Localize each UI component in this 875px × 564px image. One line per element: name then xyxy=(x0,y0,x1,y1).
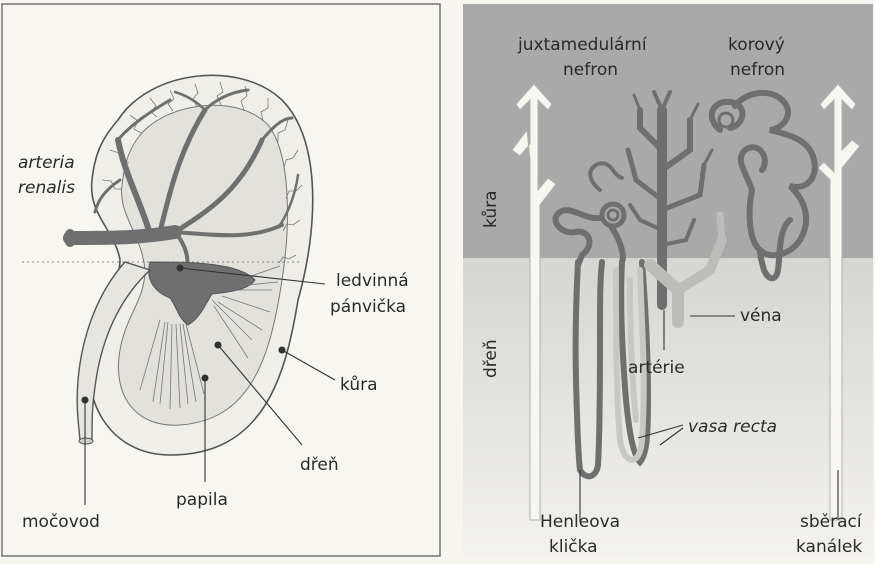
label-kura-kidney: kůra xyxy=(340,375,378,395)
ureter-end xyxy=(79,438,93,444)
label-henle-2: klička xyxy=(549,537,598,557)
label-arterie: artérie xyxy=(628,358,685,378)
label-zone-kura: kůra xyxy=(481,190,501,228)
label-zone-dren: dřeň xyxy=(481,339,501,378)
label-panvicka: pánvička xyxy=(330,297,406,317)
label-cortical-1: korový xyxy=(728,35,785,55)
label-henle-1: Henleova xyxy=(540,512,620,532)
label-juxtamedullary-2: nefron xyxy=(563,60,618,80)
label-arteria-renalis-2: renalis xyxy=(18,178,75,198)
label-ledvinna: ledvinná xyxy=(336,271,409,291)
label-arteria-renalis-1: arteria xyxy=(18,153,75,173)
label-collecting-2: kanálek xyxy=(796,537,862,557)
label-vasa-recta: vasa recta xyxy=(688,417,777,437)
label-juxtamedullary-1: juxtamedulární xyxy=(517,35,648,55)
label-vena: véna xyxy=(740,306,782,326)
label-collecting-1: sběrací xyxy=(800,512,863,532)
nephron-panel: kůra dřeň xyxy=(463,4,873,557)
label-papila: papila xyxy=(176,490,228,510)
kidney-panel: arteria renalis ledvinná pánvička kůra d… xyxy=(2,4,440,556)
label-mocovod: močovod xyxy=(22,512,100,532)
label-dren-kidney: dřeň xyxy=(300,455,339,475)
label-cortical-2: nefron xyxy=(730,60,785,80)
